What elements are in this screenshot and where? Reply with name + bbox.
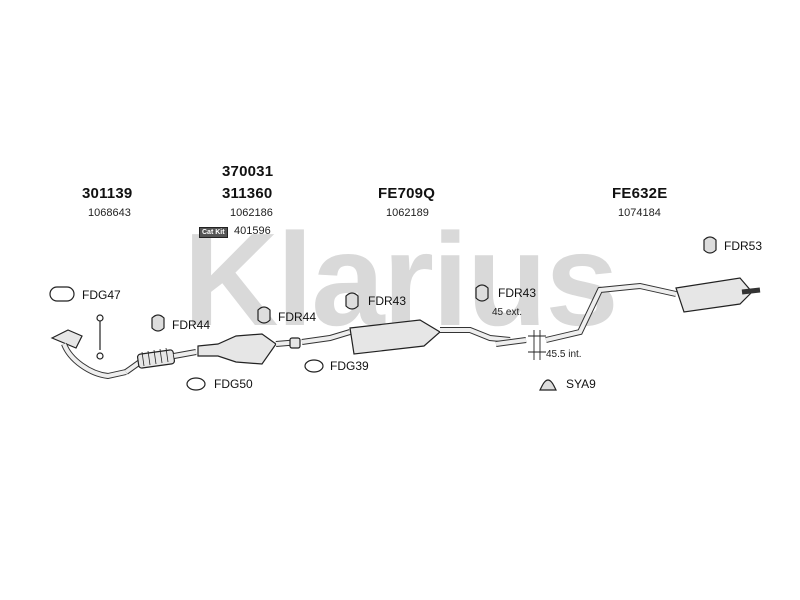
part-number-370031[interactable]: 370031	[222, 163, 274, 180]
gasket-fdg39-icon	[304, 359, 324, 373]
label-fdg47[interactable]: FDG47	[82, 288, 121, 302]
rubber-mount-fdr44-icon	[151, 314, 165, 332]
rubber-mount-fdr43-b-icon	[475, 284, 489, 302]
gasket-fdg47-icon	[49, 286, 75, 302]
part-number-301139[interactable]: 301139	[82, 185, 133, 202]
rear-silencer-FE632E	[545, 277, 761, 343]
cat-kit-badge: Cat Kit	[199, 227, 228, 238]
part-number-311360[interactable]: 311360	[222, 185, 273, 202]
part-number-FE709Q[interactable]: FE709Q	[378, 185, 436, 202]
part-number-FE632E[interactable]: FE632E	[612, 185, 668, 202]
label-fdr44-b[interactable]: FDR44	[278, 310, 317, 324]
label-fdr44[interactable]: FDR44	[172, 318, 211, 332]
exhaust-parts	[50, 277, 761, 380]
dimension-int: 45.5 int.	[546, 349, 582, 360]
center-silencer-FE709Q	[301, 319, 527, 355]
dimension-marks	[528, 330, 546, 360]
rubber-mount-fdr53-icon	[703, 236, 717, 254]
dimension-ext: 45 ext.	[492, 307, 523, 318]
clamp-sya9-icon	[539, 379, 557, 391]
rubber-mount-fdr43-icon	[345, 292, 359, 310]
label-fdg39[interactable]: FDG39	[330, 359, 369, 373]
catalytic-converter	[197, 333, 301, 365]
label-fdr43-b[interactable]: FDR43	[498, 286, 537, 300]
cat-kit-ref: 401596	[234, 225, 271, 237]
rubber-mount-fdr44-b-icon	[257, 306, 271, 324]
front-pipe-301139	[50, 314, 142, 380]
ref-1068643: 1068643	[88, 207, 131, 219]
label-fdg50[interactable]: FDG50	[214, 377, 253, 391]
label-fdr53[interactable]: FDR53	[724, 239, 763, 253]
ref-1074184: 1074184	[618, 207, 661, 219]
ref-1062189: 1062189	[386, 207, 429, 219]
gasket-fdg50-icon	[186, 377, 206, 391]
ref-1062186: 1062186	[230, 207, 273, 219]
flex-pipe-311360	[136, 347, 197, 369]
label-fdr43[interactable]: FDR43	[368, 294, 407, 308]
label-sya9[interactable]: SYA9	[566, 377, 596, 391]
